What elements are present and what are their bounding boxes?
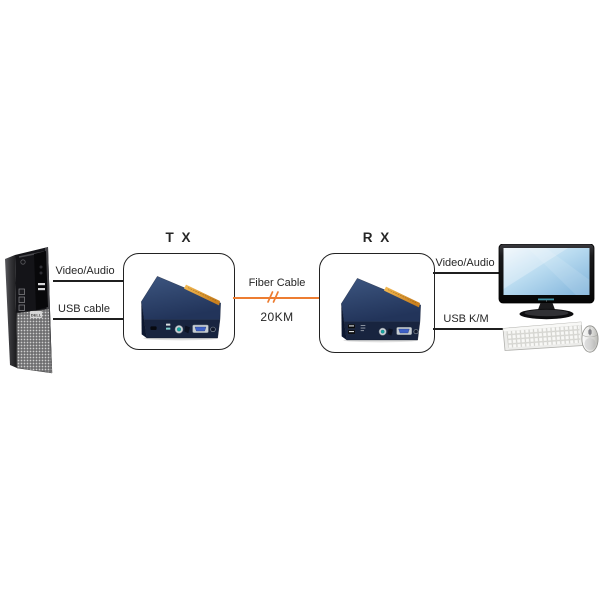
fiber-extender-transmitter-icon [141, 276, 221, 341]
left-video-audio-label: Video/Audio [55, 265, 115, 277]
distance-label: 20KM [260, 310, 294, 324]
right-usb-line [433, 328, 503, 330]
lcd-monitor-icon [498, 244, 595, 320]
fiber-cable-label: Fiber Cable [248, 277, 306, 289]
right-usb-label: USB K/M [443, 313, 489, 325]
tx-label: T X [165, 230, 193, 245]
left-usb-label: USB cable [58, 303, 110, 315]
left-video-audio-line [53, 280, 123, 282]
cable-break-icon [267, 291, 279, 303]
left-usb-line [53, 318, 123, 320]
mouse-icon [581, 325, 599, 353]
svg-text:DELL: DELL [31, 313, 42, 318]
keyboard-icon [502, 321, 584, 351]
desktop-pc-tower-icon: DELL [5, 247, 53, 374]
right-video-audio-label: Video/Audio [435, 257, 495, 269]
right-video-audio-line [433, 272, 499, 274]
fiber-extender-receiver-icon [341, 278, 421, 343]
rx-label: R X [362, 230, 392, 245]
